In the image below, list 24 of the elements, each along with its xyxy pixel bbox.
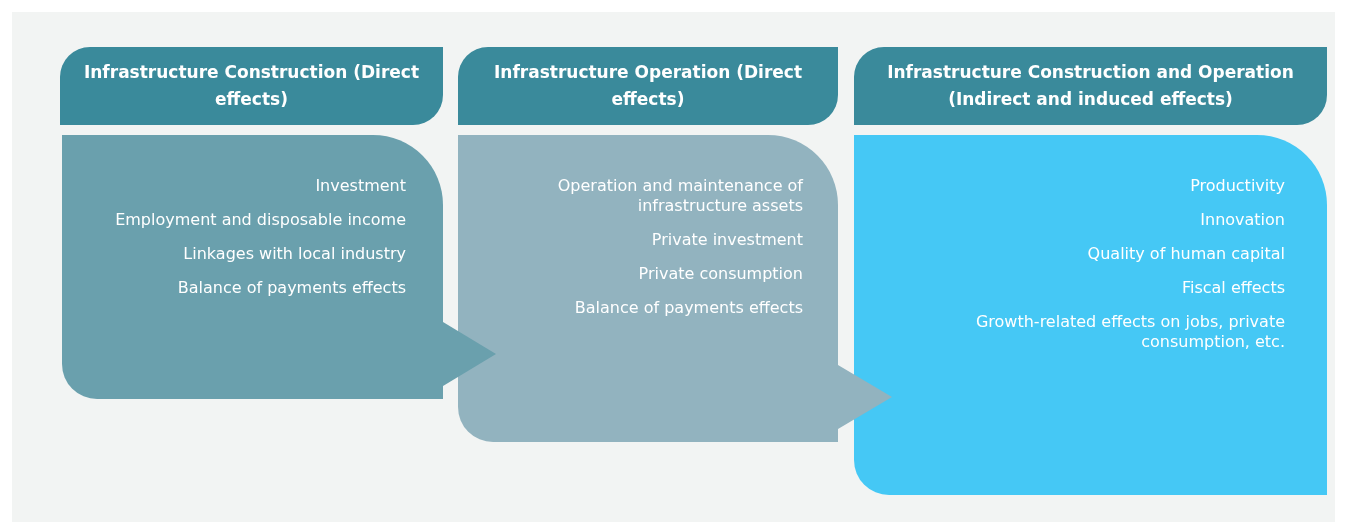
effect-item: Balance of payments effects: [574, 298, 803, 318]
effect-item: Private investment: [651, 230, 803, 250]
pointer-arrow: [443, 322, 496, 386]
header-tab: [458, 47, 838, 125]
effect-item: Investment: [315, 176, 406, 196]
effect-item: Innovation: [1200, 210, 1285, 230]
effect-item: Private consumption: [638, 264, 803, 284]
header-title: Infrastructure Construction (Direct effects): [82, 61, 421, 111]
effect-item: Operation and maintenance of infrastructure assets: [556, 176, 803, 216]
header-title: Infrastructure Operation (Direct effects): [492, 61, 803, 111]
effect-item: Employment and disposable income: [115, 210, 406, 230]
effects-panel: [62, 135, 443, 399]
effects-panel: [854, 135, 1327, 495]
header-title: Infrastructure Construction and Operation (Indirect and induced effects): [886, 61, 1295, 111]
effect-item: Productivity: [1190, 176, 1285, 196]
effect-item: Balance of payments effects: [177, 278, 406, 298]
header-tab: [60, 47, 443, 125]
effects-panel: [458, 135, 838, 442]
effect-item: Linkages with local industry: [183, 244, 406, 264]
effect-item: Fiscal effects: [1181, 278, 1285, 298]
effect-item: Quality of human capital: [1087, 244, 1285, 264]
pointer-arrow: [838, 365, 892, 429]
header-tab: [854, 47, 1327, 125]
effect-item: Growth-related effects on jobs, private consumption, etc.: [974, 312, 1285, 352]
